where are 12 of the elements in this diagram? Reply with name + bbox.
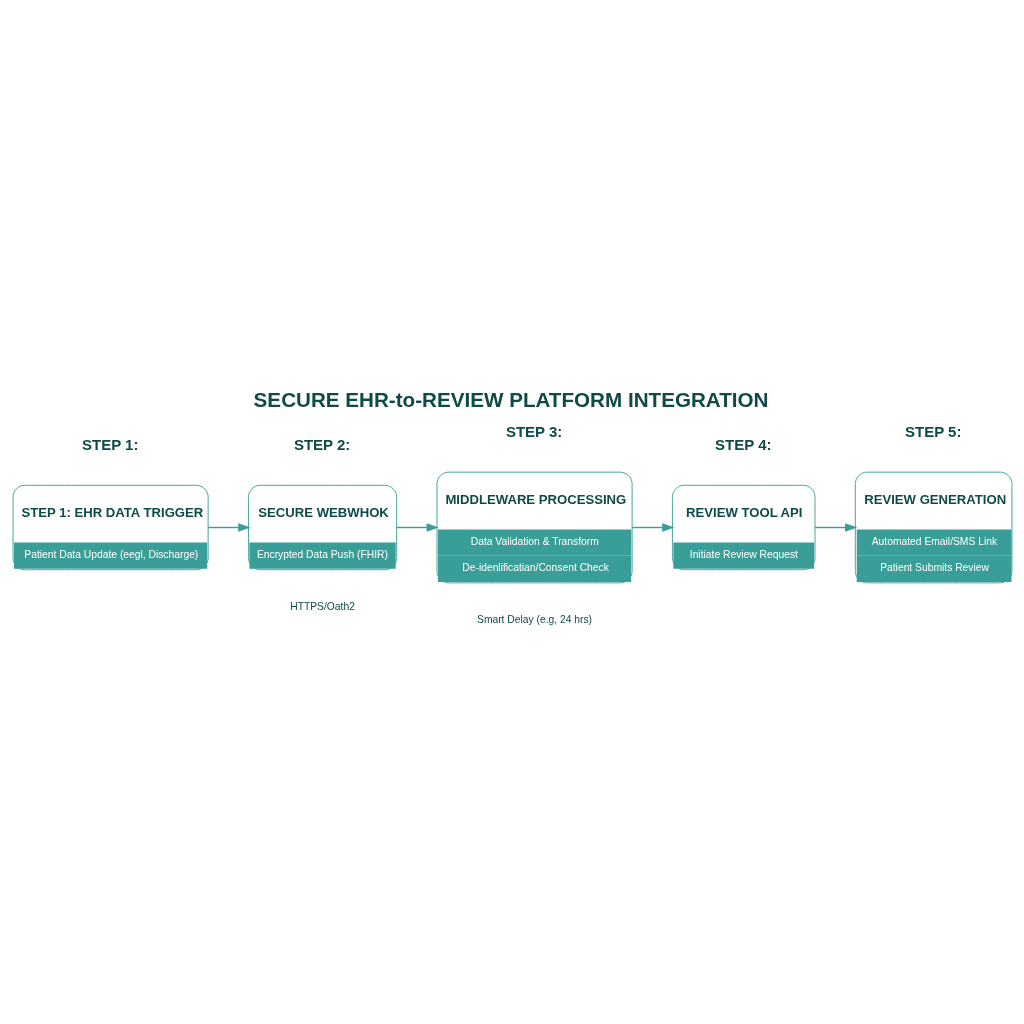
arrow — [395, 522, 439, 532]
arrow — [630, 522, 674, 532]
node-label: HTTPS/Oath2 — [289, 600, 355, 612]
label: STEP 2: — [293, 435, 350, 453]
label: STEP 3: — [505, 422, 562, 440]
arrow — [814, 522, 857, 532]
diagram-title: SECURE EHR-to-REVIEW PLATFORM INTEGRATION — [253, 387, 768, 411]
label: STEP 1: — [81, 435, 138, 453]
label: STEP 5: — [904, 422, 961, 440]
label: STEP 4: — [714, 435, 772, 453]
arrow — [207, 522, 250, 532]
node-label: Smart Delay (e.g, 24 hrs) — [476, 613, 592, 625]
